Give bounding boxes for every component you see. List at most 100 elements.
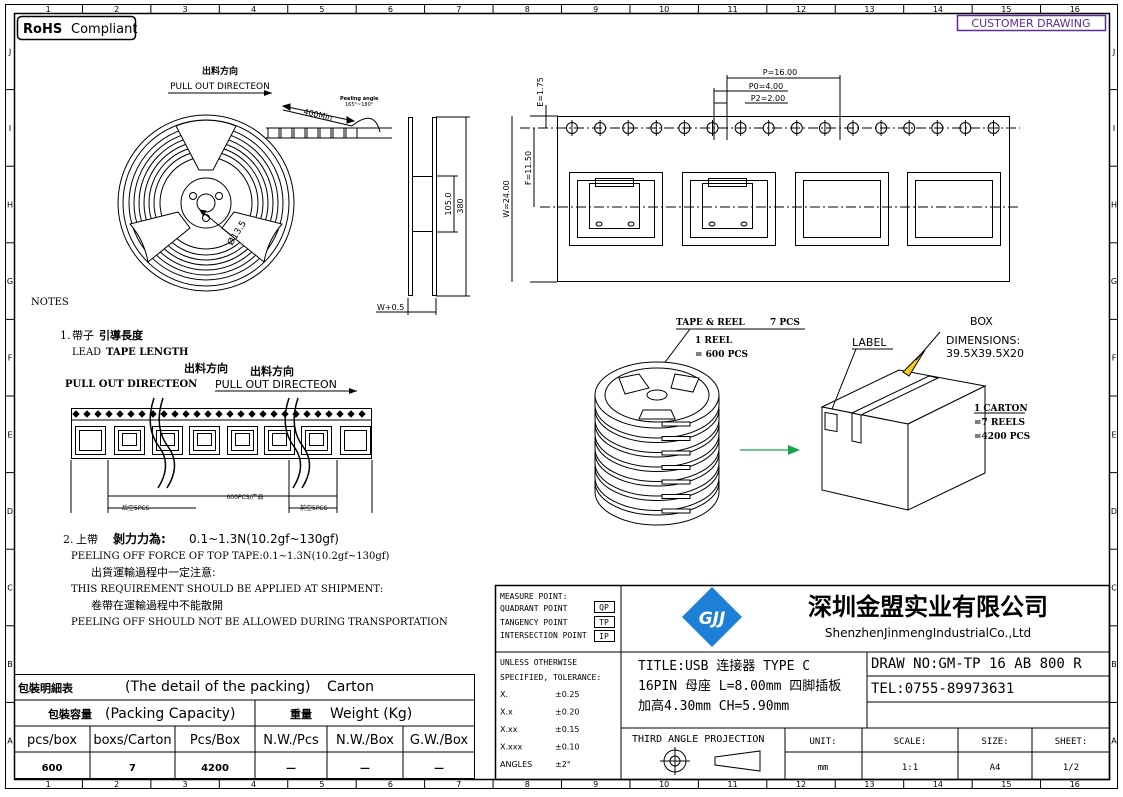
connector-leg: [708, 221, 716, 227]
title-line1: TITLE:USB 连接器 TYPE C: [638, 658, 810, 674]
scale-value: 1:1: [902, 763, 918, 773]
grid-row-label: F: [8, 354, 13, 363]
carton-line3: =4200 PCS: [974, 432, 1030, 442]
reel-label: [661, 479, 691, 485]
grid-col-label: 16: [1070, 780, 1080, 789]
grid-row-label: G: [7, 277, 13, 286]
tape-hole: [204, 410, 212, 418]
grid-row-label: B: [1111, 660, 1117, 669]
connector-part: [235, 433, 250, 446]
tape-pocket-inner: [231, 430, 254, 451]
reel-inner-dimension: 105.0: [444, 193, 453, 216]
rohs-badge: RoHS Compliant: [16, 15, 137, 41]
title-block: MEASURE POINT: QUADRANT POINT QP TANGENC…: [494, 584, 1111, 781]
telephone: TEL:0755-89973631: [871, 681, 1014, 697]
tolerance-value: ±2°: [555, 760, 571, 769]
table-value-cell: 7: [129, 763, 136, 774]
reel-direction-cn: 出料方向: [202, 65, 238, 77]
grid-col-label: 9: [593, 780, 598, 789]
tolerance-key: X.xx: [500, 725, 518, 734]
grid-col-label: 1: [46, 5, 51, 14]
packing-table: 包裝明細表 (The detail of the packing) Carton…: [14, 674, 475, 779]
tolerance-value: ±0.20: [555, 708, 580, 717]
grid-row-label: B: [7, 660, 13, 669]
unless-line2: SPECIFIED, TOLERANCE:: [500, 673, 601, 682]
dim-f-label: F=11.50: [524, 151, 533, 185]
grid-col-label: 5: [319, 5, 324, 14]
arrow-to-box-icon: [788, 445, 800, 455]
lead-tape-strip: [70, 397, 373, 513]
ip-code: IP: [599, 632, 609, 641]
tape-pocket-inner: [79, 430, 102, 451]
scale-header: SCALE:: [894, 737, 927, 747]
reel-outer-dimension: 380: [456, 198, 465, 213]
grid-row-label: D: [1111, 507, 1117, 516]
customer-drawing-text: CUSTOMER DRAWING: [971, 17, 1090, 30]
tape-hole: [226, 410, 234, 418]
tape-hole: [259, 410, 267, 418]
grid-col-label: 2: [114, 780, 119, 789]
grid-col-label: 1: [46, 780, 51, 789]
connector-part: [309, 433, 324, 446]
peeling-angle-value: 165°~180°: [345, 102, 374, 108]
packing-title-value: Carton: [327, 679, 374, 695]
grid-col-label: 3: [183, 5, 188, 14]
tolerance-key: ANGLES: [500, 760, 532, 769]
tape-pocket: [280, 127, 293, 139]
tape-pocket-inner: [915, 180, 993, 238]
table-value-cell: 600: [42, 763, 63, 774]
tolerance-value: ±0.25: [555, 690, 580, 699]
tape-pocket: [264, 426, 295, 455]
tolerance-key: X.x: [500, 708, 513, 717]
tape-hole: [215, 410, 223, 418]
note3-cn: 出貨運輸過程中一定注意:: [91, 565, 216, 579]
tape-hole: [336, 410, 344, 418]
grid-col-label: 2: [114, 5, 119, 14]
grid-col-label: 15: [1001, 780, 1011, 789]
connector-part: [122, 433, 137, 446]
tape-pocket-inner: [193, 430, 216, 451]
dim-w-label: W=24.00: [502, 180, 511, 218]
reel-qty-line2: = 600 PCS: [695, 350, 748, 360]
tape-pocket-inner: [690, 180, 768, 238]
grid-col-label: 6: [388, 5, 393, 14]
title-line3: 加高4.30mm CH=5.90mm: [638, 698, 789, 714]
note1-en-b: TAPE LENGTH: [106, 347, 189, 358]
reel-top-window: [638, 409, 676, 420]
lead-length-label: 400Min: [303, 107, 334, 122]
tape-pocket-inner: [156, 430, 179, 451]
grid-col-label: 3: [183, 780, 188, 789]
tape-hole: [303, 410, 311, 418]
tp-code: TP: [599, 618, 609, 627]
grid-row-label: J: [1112, 47, 1115, 56]
size-header: SIZE:: [981, 737, 1008, 747]
rohs-text: RoHS: [23, 22, 62, 37]
tape-hole: [347, 410, 355, 418]
quadrant-point-label: QUADRANT POINT: [500, 604, 568, 613]
grid-col-label: 6: [388, 780, 393, 789]
tape-hole: [248, 410, 256, 418]
reel-front-view: [117, 114, 295, 292]
grid-col-label: 14: [933, 5, 943, 14]
projection-symbol-icon: [660, 747, 761, 775]
company-name-cn: 深圳金盟实业有限公司: [808, 593, 1048, 621]
title-line2: 16PIN 母座 L=8.00mm 四脚插板: [638, 678, 841, 694]
note1-number: 1.: [60, 329, 71, 342]
tape-hole: [193, 410, 201, 418]
reel-qty-line1: 1 REEL: [695, 336, 733, 346]
tape-pocket-inner: [344, 430, 367, 451]
tape-pocket-inner: [577, 180, 655, 238]
tolerance-key: X.: [500, 690, 508, 699]
grid-row-label: C: [7, 584, 13, 593]
grid-row-label: E: [1111, 430, 1116, 439]
carton-box: [820, 369, 987, 511]
empty-rear-label: 后空5PCS: [122, 504, 150, 512]
sheet-header: SHEET:: [1055, 737, 1088, 747]
tape-hole: [138, 410, 146, 418]
tape-hole: [105, 410, 113, 418]
packing-title-cn: 包裝明細表: [17, 681, 74, 695]
measure-point-label: MEASURE POINT:: [500, 592, 567, 601]
customer-drawing-badge: CUSTOMER DRAWING: [956, 14, 1107, 32]
compliant-text: Compliant: [71, 22, 137, 37]
table-header-cell: N.W./Box: [336, 733, 394, 748]
